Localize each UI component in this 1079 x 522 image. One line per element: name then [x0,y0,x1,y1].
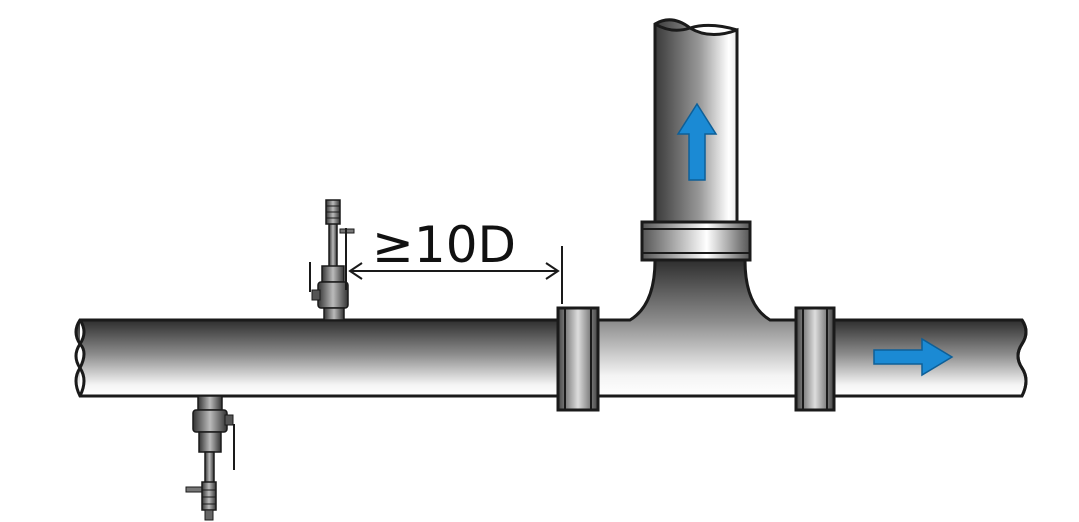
dimension-label: ≥10D [372,216,516,274]
flange-left [556,306,600,412]
bottom-sensor-assembly [185,395,235,521]
dimension-line [345,228,563,304]
top-sensor-assembly [309,199,355,321]
arrow-right-icon [873,337,954,377]
arrow-up-icon [676,102,718,181]
flange-right [794,306,836,412]
tee-fitting [596,258,802,398]
inlet-pipe [74,318,562,398]
flange-top [640,220,752,262]
